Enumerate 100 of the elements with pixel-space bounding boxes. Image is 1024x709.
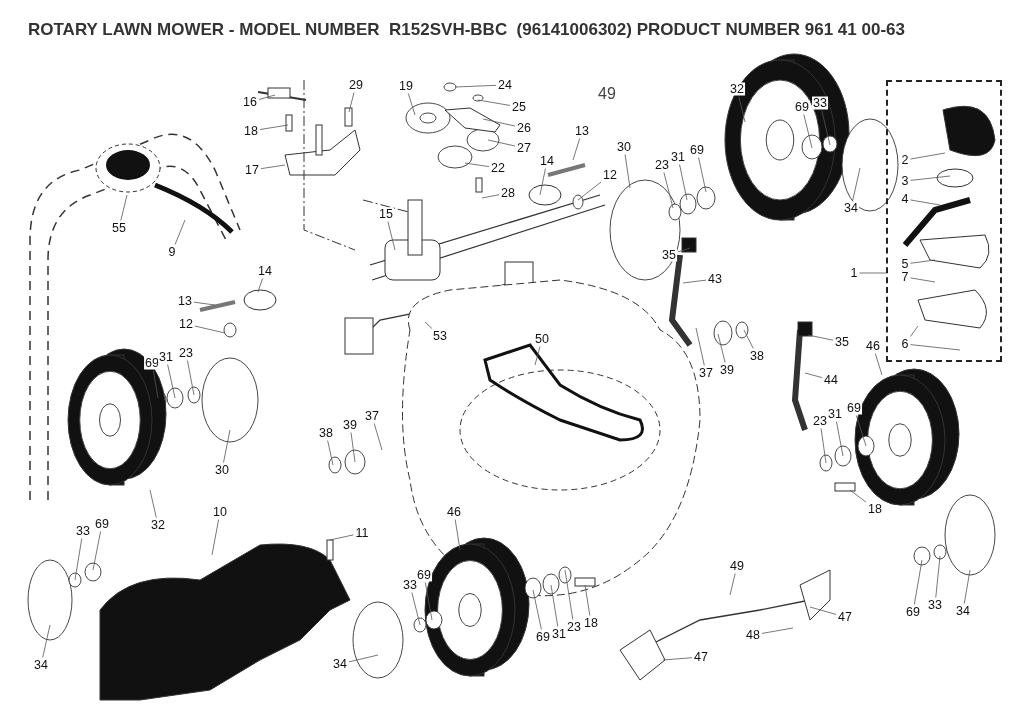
leader-line: [42, 624, 51, 658]
leader-line: [849, 489, 867, 503]
callout-number: 69: [144, 356, 160, 370]
leader-line: [120, 194, 128, 221]
callout-number: 14: [539, 154, 555, 168]
callout-number: 25: [511, 100, 527, 114]
callout-number: 33: [402, 578, 418, 592]
leader-line: [329, 534, 354, 541]
callout-number: 47: [837, 610, 853, 624]
leader-line: [550, 584, 559, 627]
leader-line: [259, 124, 289, 130]
leader-line: [729, 573, 736, 596]
callout-number: 3: [900, 174, 910, 188]
callout-number: 30: [616, 140, 632, 154]
leader-line: [820, 428, 827, 464]
callout-number: 18: [583, 616, 599, 630]
leader-line: [211, 519, 219, 556]
callout-number: 12: [602, 168, 618, 182]
callout-number: 37: [364, 409, 380, 423]
leader-line: [910, 259, 936, 264]
callout-number: 69: [416, 568, 432, 582]
callout-number: 39: [719, 363, 735, 377]
leader-line: [910, 152, 946, 160]
callout-number: 69: [905, 605, 921, 619]
callout-number: 18: [867, 502, 883, 516]
leader-line: [167, 364, 176, 399]
callout-number: 35: [661, 248, 677, 262]
leader-line: [424, 321, 433, 329]
leader-line: [852, 167, 861, 201]
leader-line: [454, 519, 461, 551]
leader-line: [695, 327, 705, 366]
leader-line: [809, 606, 837, 615]
leader-line: [913, 559, 923, 605]
callout-number: 30: [214, 463, 230, 477]
leader-line: [534, 346, 541, 366]
leader-line: [624, 154, 631, 189]
leader-line: [348, 92, 355, 113]
callout-number: 23: [654, 158, 670, 172]
leader-line: [424, 582, 433, 621]
callout-number: 7: [900, 270, 910, 284]
leader-line: [387, 221, 396, 251]
callout-number: 50: [534, 332, 550, 346]
leader-line: [74, 538, 83, 581]
callout-number: 35: [834, 335, 850, 349]
callout-number: 2: [900, 153, 910, 167]
leader-line: [477, 99, 511, 106]
leader-line: [910, 175, 951, 181]
callout-number: 23: [566, 620, 582, 634]
callout-number: 17: [244, 163, 260, 177]
callout-number: 48: [745, 628, 761, 642]
leader-line: [807, 334, 834, 341]
leader-line: [194, 325, 226, 334]
callout-number: 32: [150, 518, 166, 532]
leader-line: [963, 569, 971, 604]
callout-number: 47: [693, 650, 709, 664]
page-title: ROTARY LAWN MOWER - MODEL NUMBER R152SVH-BBC (96141006302) PRODUCT NUMBER 961 41 00-63: [28, 20, 905, 40]
leader-line: [257, 278, 263, 293]
leader-line: [258, 94, 276, 100]
callout-number: 38: [749, 349, 765, 363]
callout-number: 46: [865, 339, 881, 353]
leader-line: [564, 569, 574, 620]
callout-number: 23: [178, 346, 194, 360]
callout-number: 26: [516, 121, 532, 135]
callout-number: 69: [846, 401, 862, 415]
leader-line: [679, 164, 688, 201]
leader-line: [662, 657, 693, 661]
leader-line: [407, 93, 416, 116]
callout-number: 31: [827, 407, 843, 421]
callout-number: 34: [33, 658, 49, 672]
callout-number: 69: [535, 630, 551, 644]
leader-line: [663, 172, 674, 209]
leader-line: [836, 421, 844, 457]
leader-line: [260, 164, 286, 170]
leader-line: [327, 440, 334, 466]
leader-line: [821, 110, 831, 146]
reference-number: 49: [597, 86, 617, 100]
leader-line: [577, 181, 602, 201]
callout-number: 69: [794, 100, 810, 114]
callout-number: 34: [955, 604, 971, 618]
callout-number: 27: [516, 141, 532, 155]
callout-number: 19: [398, 79, 414, 93]
leader-line: [487, 139, 516, 147]
callout-number: 43: [707, 272, 723, 286]
callout-number: 24: [497, 78, 513, 92]
callout-number: 31: [551, 627, 567, 641]
leader-line: [373, 423, 383, 451]
callout-number: 69: [94, 517, 110, 531]
leader-line: [874, 353, 883, 376]
callout-number: 31: [670, 150, 686, 164]
leader-line: [464, 162, 490, 168]
leader-line: [743, 329, 754, 349]
leader-line: [187, 360, 195, 396]
leader-line: [411, 592, 421, 626]
kit-outline-box: [886, 80, 1002, 362]
leader-line: [855, 415, 867, 447]
leader-line: [910, 325, 919, 337]
callout-number: 13: [177, 294, 193, 308]
leader-line: [223, 429, 231, 463]
leader-line: [149, 489, 157, 518]
leader-line: [698, 157, 707, 193]
